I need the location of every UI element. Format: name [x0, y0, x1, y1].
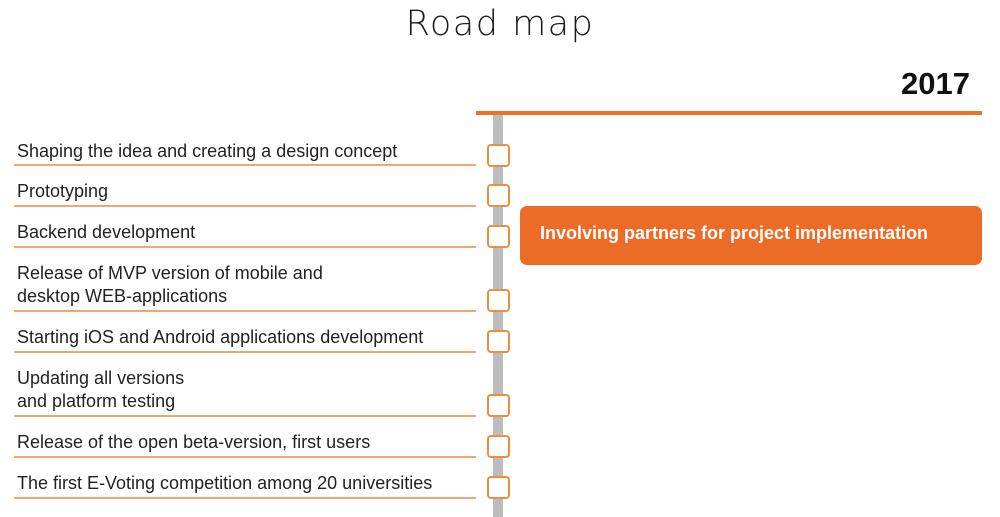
- roadmap-step-divider: [14, 415, 476, 417]
- roadmap-step-checkbox[interactable]: [487, 225, 510, 248]
- roadmap-step-checkbox[interactable]: [487, 394, 510, 417]
- milestone-label: Involving partners for project implement…: [540, 223, 929, 243]
- roadmap-step-label: The first E-Voting competition among 20 …: [17, 473, 433, 493]
- roadmap-step-checkbox[interactable]: [487, 330, 510, 353]
- roadmap-step-label: Backend development: [17, 222, 196, 242]
- roadmap-step-label: Shaping the idea and creating a design c…: [17, 141, 398, 161]
- roadmap-step-divider: [14, 456, 476, 458]
- roadmap-step-checkbox[interactable]: [487, 476, 510, 499]
- roadmap-step-checkbox[interactable]: [487, 184, 510, 207]
- year-underline: [476, 111, 982, 115]
- roadmap-step-divider: [14, 310, 476, 312]
- roadmap-step-divider: [14, 351, 476, 353]
- page-title: Road map: [405, 4, 595, 44]
- roadmap-step-divider: [14, 246, 476, 248]
- roadmap-step-checkbox[interactable]: [487, 289, 510, 312]
- roadmap-step-divider: [14, 205, 476, 207]
- year-heading: 2017: [901, 66, 970, 101]
- roadmap-step-label: Starting iOS and Android applications de…: [17, 327, 424, 347]
- roadmap-step-divider: [14, 497, 476, 499]
- milestone-badge: Involving partners for project implement…: [520, 206, 982, 265]
- roadmap-step-checkbox[interactable]: [487, 435, 510, 458]
- roadmap-step-label: Release of the open beta-version, first …: [17, 432, 371, 452]
- roadmap-step-checkbox[interactable]: [487, 144, 510, 167]
- roadmap-step-label: Updating all versions and platform testi…: [17, 368, 185, 411]
- timeline-bar: [493, 115, 503, 517]
- roadmap-step-divider: [14, 164, 476, 166]
- roadmap-step-label: Release of MVP version of mobile and des…: [17, 263, 323, 306]
- roadmap-step-label: Prototyping: [17, 181, 109, 201]
